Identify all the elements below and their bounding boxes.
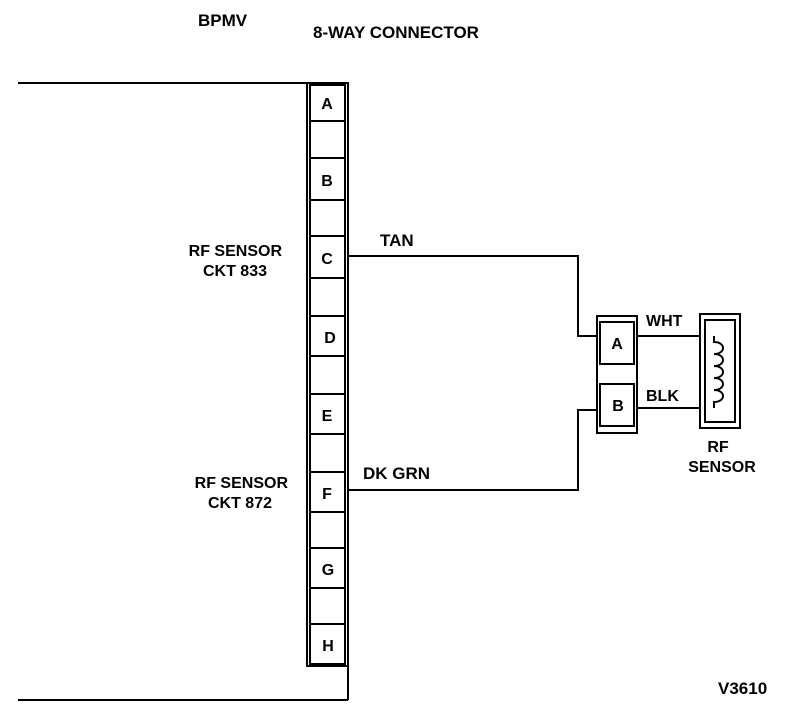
sensor-connector: A B: [596, 315, 638, 434]
connector-cell-spacer: [309, 199, 346, 237]
circuit-c-label-line1: RF SENSOR: [189, 243, 283, 260]
rf-sensor: [699, 313, 741, 429]
pin-label-a: A: [321, 96, 333, 113]
circuit-f-label-line1: RF SENSOR: [195, 475, 289, 492]
connector-cell-spacer: [309, 587, 346, 625]
connector-cell-h: [309, 623, 346, 665]
connector-title: 8-WAY CONNECTOR: [313, 23, 479, 42]
connector-cell-spacer: [309, 277, 346, 317]
circuit-f-label-line2: CKT 872: [208, 495, 272, 512]
circuit-c-label-line2: CKT 833: [203, 263, 267, 280]
connector-cell-spacer: [309, 511, 346, 549]
wire-label-dk-grn: DK GRN: [363, 464, 430, 483]
rf-sensor-label-line2: SENSOR: [688, 459, 756, 476]
connector-cell-a: [309, 84, 346, 122]
wire-label-wht: WHT: [646, 313, 683, 330]
connector-cell-spacer: [309, 433, 346, 473]
eight-way-connector: A B C D E F G H: [306, 82, 349, 667]
connector-cell-g: [309, 547, 346, 589]
connector-cell-spacer: [309, 120, 346, 159]
pin-label-b: B: [321, 173, 333, 190]
pin-label-e: E: [322, 408, 333, 425]
pin-label-h: H: [322, 638, 334, 655]
pin-label-c: C: [321, 251, 333, 268]
figure-code: V3610: [718, 679, 767, 698]
sensor-connector-cell-a: [599, 321, 635, 365]
wire-tan: [348, 255, 600, 337]
sensor-pin-label-a: A: [611, 336, 623, 353]
module-title: BPMV: [198, 11, 248, 30]
sensor-pin-label-b: B: [612, 398, 624, 415]
wire-label-tan: TAN: [380, 231, 414, 250]
connector-cell-b: [309, 157, 346, 201]
wire-dk-grn: [348, 409, 600, 491]
pin-label-g: G: [322, 562, 334, 579]
coil-icon: [713, 336, 724, 408]
connector-cell-spacer: [309, 355, 346, 395]
sensor-connector-cell-b: [599, 383, 635, 427]
pin-label-f: F: [322, 486, 332, 503]
connector-cell-f: [309, 471, 346, 513]
rf-sensor-inner: [704, 319, 736, 423]
wire-label-blk: BLK: [646, 388, 679, 405]
pin-label-d: D: [324, 330, 336, 347]
rf-sensor-label-line1: RF: [707, 439, 729, 456]
